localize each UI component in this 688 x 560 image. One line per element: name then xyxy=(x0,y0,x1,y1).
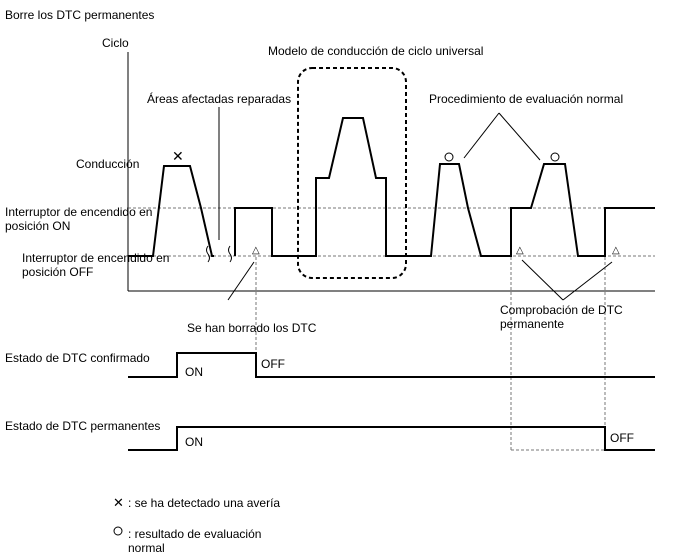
ign-off-label-line1: Interruptor de encendido en xyxy=(22,251,169,265)
universal-cycle-box xyxy=(297,67,407,279)
driving-label: Conducción xyxy=(76,157,139,171)
cleared-label: Se han borrado los DTC xyxy=(187,321,317,335)
permanent-off-label: OFF xyxy=(610,431,634,445)
legend-cross-text: : se ha detectado una avería xyxy=(128,496,280,510)
triangle-marker-2: △ xyxy=(516,245,524,256)
confirmed-on-label: ON xyxy=(185,365,203,379)
legend-circle-text: : resultado de evaluación normal xyxy=(128,527,265,555)
permanent-state-signal xyxy=(128,426,655,451)
ign-off-label: Interruptor de encendido en posición OFF xyxy=(22,251,173,279)
driving-signal xyxy=(128,165,214,257)
confirmed-off-label: OFF xyxy=(261,357,285,371)
procedure-pointer-2 xyxy=(498,112,541,161)
cross-marker: ✕ xyxy=(172,148,184,164)
ign-on-label: Interruptor de encendido en posición ON xyxy=(5,205,156,233)
legend-circle-text-line2: normal xyxy=(128,541,165,555)
procedure-pointer-1 xyxy=(463,112,500,159)
normal-procedure-label: Procedimiento de evaluación normal xyxy=(429,92,623,106)
legend-circle-text-line1: : resultado de evaluación xyxy=(128,527,261,541)
y-axis-label: Ciclo xyxy=(102,36,129,50)
permanent-state-label: Estado de DTC permanentes xyxy=(5,419,160,433)
legend-cross-symbol: ✕ xyxy=(113,495,124,510)
check-label-line2: permanente xyxy=(500,317,564,331)
circle-marker-2 xyxy=(550,152,560,162)
permanent-on-label: ON xyxy=(185,435,203,449)
driving-signal-2 xyxy=(234,117,655,257)
cleared-pointer xyxy=(227,261,255,301)
break-mark-left xyxy=(206,245,210,263)
triangle-marker-1: △ xyxy=(252,245,260,256)
ign-on-label-line1: Interruptor de encendido en xyxy=(5,205,152,219)
break-mark-right xyxy=(228,245,232,263)
check-label-line1: Comprobación de DTC xyxy=(500,303,623,317)
ign-on-label-line2: posición ON xyxy=(5,219,70,233)
check-label: Comprobación de DTC permanente xyxy=(500,303,626,331)
confirmed-state-label: Estado de DTC confirmado xyxy=(5,351,150,365)
check-pointer-1 xyxy=(521,259,564,301)
confirmed-state-signal xyxy=(128,352,655,378)
check-pointer-2 xyxy=(562,261,613,301)
triangle-marker-3: △ xyxy=(612,245,620,256)
diagram-title: Borre los DTC permanentes xyxy=(5,8,154,22)
circle-marker-1 xyxy=(444,152,454,162)
ign-off-label-line2: posición OFF xyxy=(22,265,93,279)
universal-cycle-label: Modelo de conducción de ciclo universal xyxy=(268,44,483,58)
repaired-label: Áreas afectadas reparadas xyxy=(147,91,291,106)
legend-circle-symbol xyxy=(113,526,123,536)
